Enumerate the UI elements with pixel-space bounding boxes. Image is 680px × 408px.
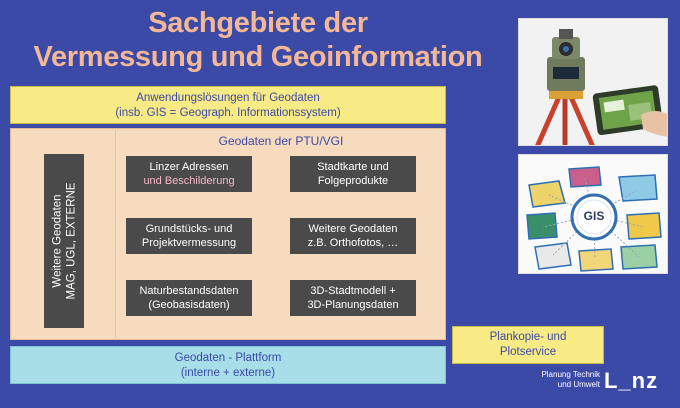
box-line: und Beschilderung — [143, 175, 235, 187]
box-line: 3D-Planungsdaten — [307, 299, 399, 311]
applications-line-1: Anwendungslösungen für Geodaten — [136, 92, 320, 104]
plankopie-box: Plankopie- und Plotservice — [452, 326, 604, 364]
gis-illustration-image: GIS — [518, 154, 668, 274]
box-line: Weitere Geodaten — [308, 223, 398, 235]
surveying-instrument-image — [518, 18, 668, 146]
further-geodata-line-1: Weitere Geodaten — [51, 194, 63, 288]
further-geodata-box: Weitere Geodaten MAG, UGL, EXTERNE — [44, 154, 84, 328]
page-title: Sachgebiete der Vermessung und Geoinform… — [8, 6, 508, 74]
box-line: Folgeprodukte — [317, 175, 389, 187]
department-label: Planung Technik und Umwelt — [520, 370, 600, 390]
box-naturbestandsdaten: Naturbestandsdaten (Geobasisdaten) — [126, 280, 252, 316]
box-line: Naturbestandsdaten — [139, 285, 239, 297]
plankopie-line-1: Plankopie- und — [489, 331, 567, 343]
box-3d-stadtmodell: 3D-Stadtmodell + 3D-Planungsdaten — [290, 280, 416, 316]
gis-label: GIS — [583, 209, 605, 223]
title-line-1: Sachgebiete der — [148, 7, 368, 39]
applications-line-2: (insb. GIS = Geograph. Informationssyste… — [115, 107, 341, 119]
box-linzer-adressen: Linzer Adressen und Beschilderung — [126, 156, 252, 192]
total-station-icon — [519, 19, 667, 145]
box-line: 3D-Stadtmodell + — [310, 285, 396, 297]
box-line: z.B. Orthofotos, … — [307, 237, 399, 249]
box-weitere-geodaten: Weitere Geodaten z.B. Orthofotos, … — [290, 218, 416, 254]
further-geodata-line-2: MAG, UGL, EXTERNE — [65, 182, 77, 300]
department-line-1: Planung Technik — [541, 370, 600, 379]
linz-logo: L_nz — [604, 368, 659, 393]
geodata-platform-box: Geodaten - Plattform (interne + externe) — [10, 346, 446, 384]
box-line: Projektvermessung — [141, 237, 237, 249]
box-line: Grundstücks- und — [145, 223, 233, 235]
box-grundstuecksvermessung: Grundstücks- und Projektvermessung — [126, 218, 252, 254]
applications-box: Anwendungslösungen für Geodaten (insb. G… — [10, 86, 446, 124]
plankopie-line-2: Plotservice — [499, 346, 557, 358]
box-line: Linzer Adressen — [149, 161, 229, 173]
platform-line-2: (interne + externe) — [180, 367, 276, 379]
title-line-2: Vermessung und Geoinformation — [33, 41, 483, 73]
platform-line-1: Geodaten - Plattform — [174, 352, 282, 364]
box-line: Stadtkarte und — [317, 161, 389, 173]
box-stadtkarte: Stadtkarte und Folgeprodukte — [290, 156, 416, 192]
ptu-vgi-title: Geodaten der PTU/VGI — [218, 134, 344, 148]
box-line: (Geobasisdaten) — [148, 299, 230, 311]
department-line-2: und Umwelt — [557, 380, 600, 389]
